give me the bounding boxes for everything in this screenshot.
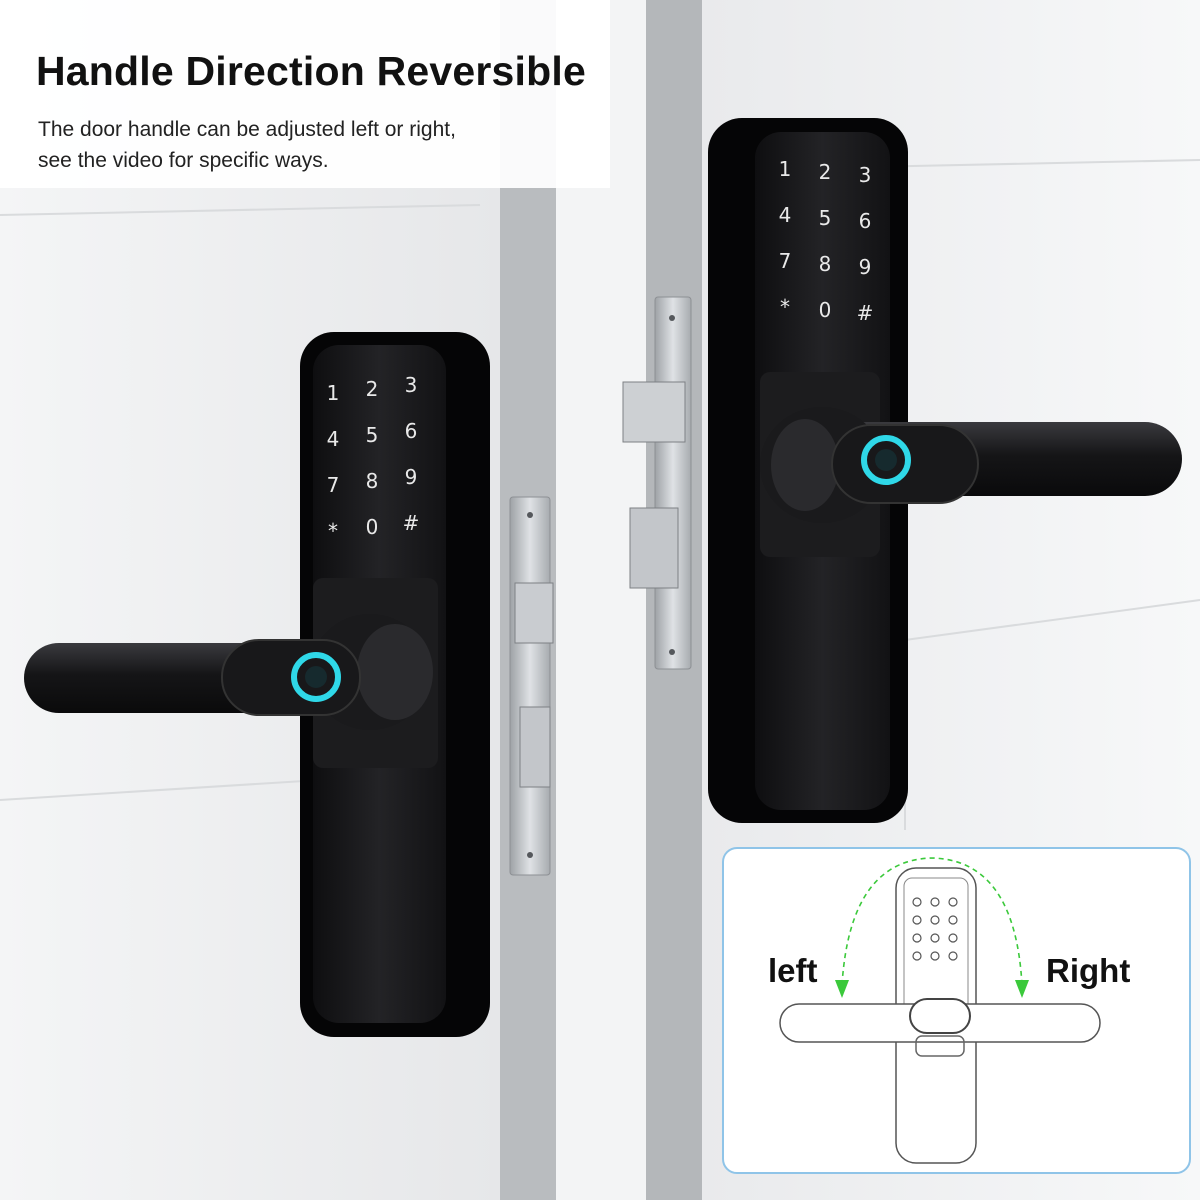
inset-keypad-dots [912, 897, 958, 961]
fingerprint-sensor-left-icon [291, 652, 341, 702]
left-label: left [768, 952, 818, 989]
keypad-key: 5 [819, 206, 832, 230]
keypad-key: 3 [859, 163, 872, 187]
inset-dot [912, 915, 922, 925]
page-title: Handle Direction Reversible [36, 48, 586, 94]
inset-dot [912, 897, 922, 907]
description-line-2: see the video for specific ways. [38, 149, 329, 172]
keypad-key: 3 [405, 373, 418, 397]
keypad-key: 9 [859, 255, 872, 279]
inset-dot [948, 897, 958, 907]
keypad-key: 6 [859, 209, 872, 233]
right-label: Right [1046, 952, 1131, 989]
keypad-key: # [403, 511, 420, 535]
inset-dot [930, 933, 940, 943]
keypad-key: 1 [779, 157, 792, 181]
description-line-1: The door handle can be adjusted left or … [38, 118, 456, 141]
right-lock: 1 2 3 4 5 6 7 8 9 * 0 # [622, 118, 1182, 823]
keypad-right: 1 2 3 4 5 6 7 8 9 * 0 # [779, 157, 874, 325]
inset-dot [948, 933, 958, 943]
keypad-key: 2 [819, 160, 832, 184]
keypad-key: 0 [819, 298, 832, 322]
fingerprint-sensor-right-icon [861, 435, 911, 485]
keypad-key: 6 [405, 419, 418, 443]
keypad-key: 8 [819, 252, 832, 276]
keypad-key: * [780, 295, 790, 319]
inset-dot [930, 915, 940, 925]
keypad-key: 7 [327, 473, 340, 497]
inset-dot [930, 951, 940, 961]
description: The door handle can be adjusted left or … [38, 114, 456, 176]
inset-dot [948, 951, 958, 961]
keypad-key: 1 [327, 381, 340, 405]
keypad-key: 8 [366, 469, 379, 493]
keypad-key: 9 [405, 465, 418, 489]
keypad-key: 0 [366, 515, 379, 539]
keypad-key: 7 [779, 249, 792, 273]
direction-inset [722, 847, 1191, 1174]
inset-dot [912, 933, 922, 943]
left-lock: 1 2 3 4 5 6 7 8 9 * 0 # [24, 332, 554, 1037]
inset-dot [930, 897, 940, 907]
keypad-key: * [328, 519, 338, 543]
keypad-key: 4 [327, 427, 340, 451]
heading-panel: Handle Direction Reversible The door han… [0, 0, 610, 188]
keypad-key: # [857, 301, 874, 325]
direction-arrow-icon [841, 857, 1023, 986]
inset-dot [912, 951, 922, 961]
keypad-key: 5 [366, 423, 379, 447]
keypad-key: 4 [779, 203, 792, 227]
inset-dot [948, 915, 958, 925]
keypad-left: 1 2 3 4 5 6 7 8 9 * 0 # [327, 373, 420, 543]
keypad-key: 2 [366, 377, 379, 401]
